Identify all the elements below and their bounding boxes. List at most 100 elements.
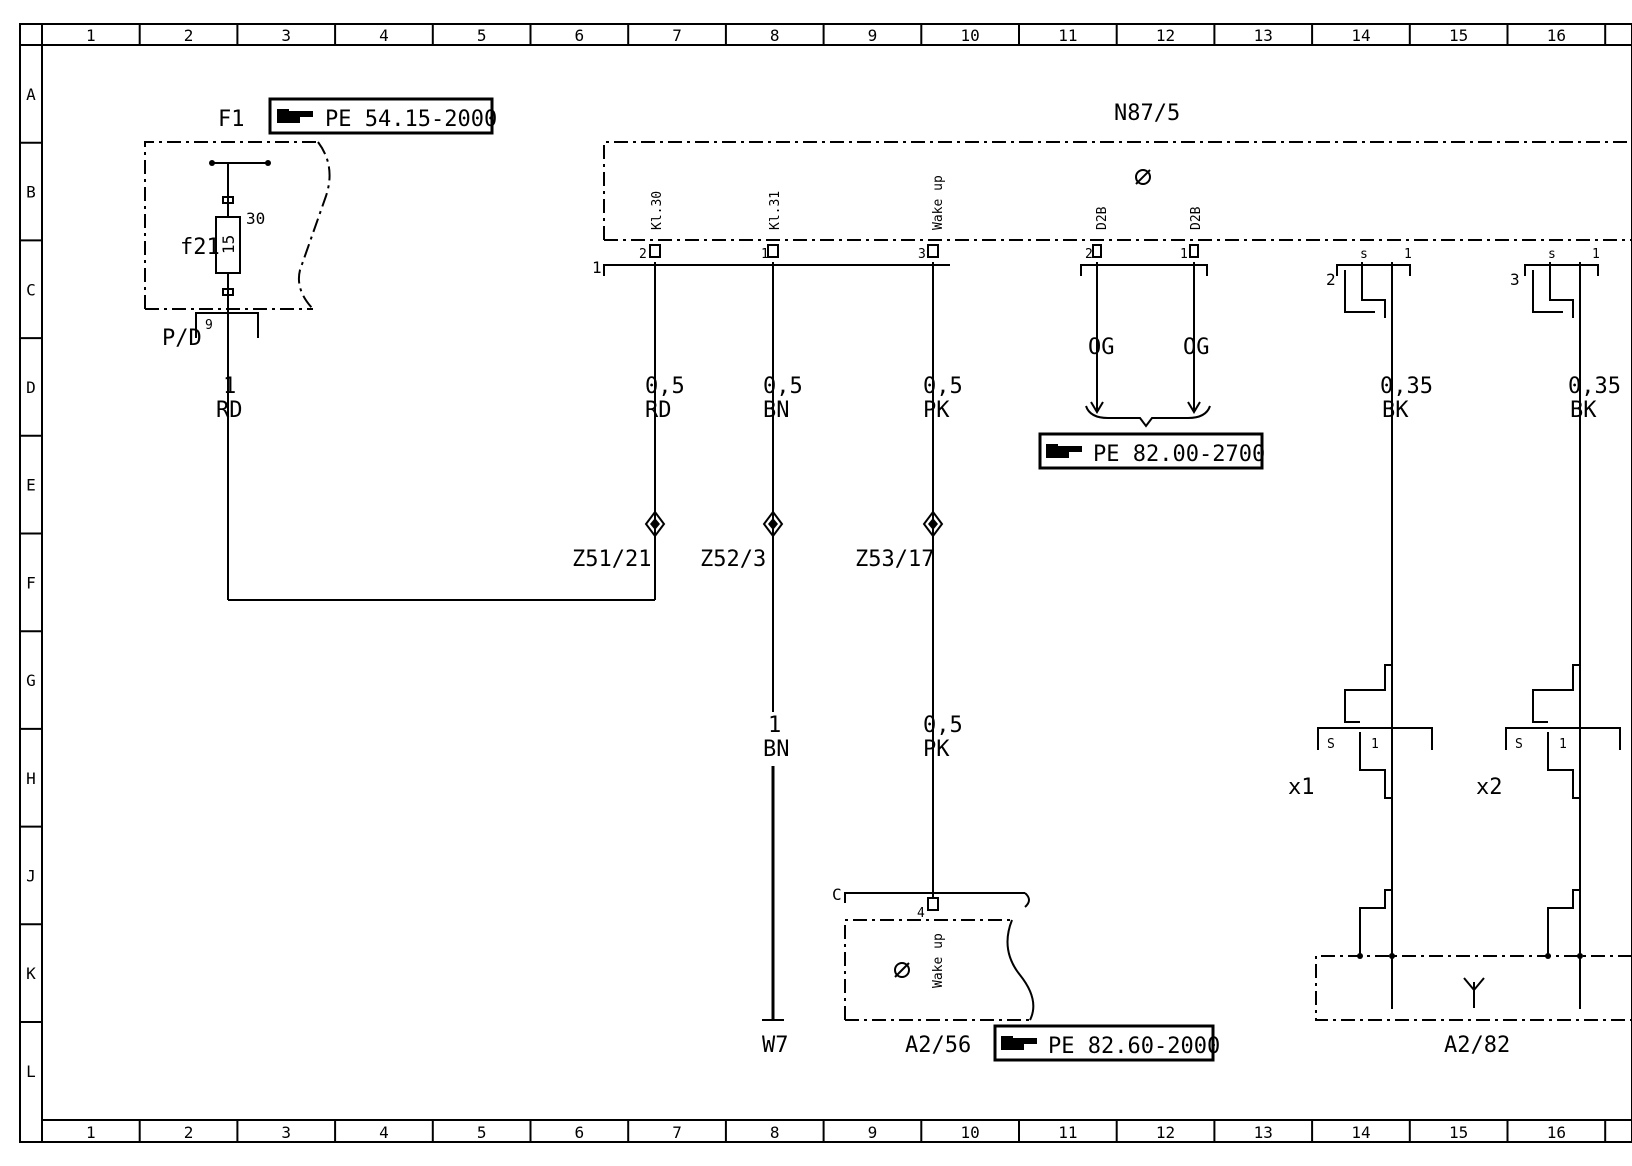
connector-x2 <box>1505 727 1621 750</box>
row-label: H <box>26 769 36 788</box>
pin-num: 1 <box>1180 247 1188 262</box>
wire-color: OG <box>1088 335 1115 360</box>
wire-color: BN <box>763 737 790 762</box>
wire-color: BK <box>1570 398 1597 423</box>
row-label: E <box>26 476 36 495</box>
column-label: 7 <box>672 1123 682 1142</box>
row-label: J <box>26 866 36 885</box>
shielded-cable-2: 2 s 1 0,35 BK S 1 x1 <box>1288 247 1433 1009</box>
antenna-icon <box>1463 977 1485 1008</box>
column-label: 10 <box>961 26 980 45</box>
pd-connector <box>195 312 259 338</box>
column-label: 8 <box>770 1123 780 1142</box>
terminal-node <box>1357 953 1363 959</box>
column-label: 14 <box>1351 1123 1370 1142</box>
ref-box-f1[interactable] <box>268 97 494 135</box>
ref-a256-text: PE 82.60-2000 <box>1048 1034 1220 1059</box>
wire-color: OG <box>1183 335 1210 360</box>
pd-connector-label: P/D <box>162 326 202 351</box>
w7-label: W7 <box>762 1033 789 1058</box>
a2-82-label: A2/82 <box>1444 1033 1510 1058</box>
x1-label: x1 <box>1288 775 1315 800</box>
column-label: 11 <box>1058 1123 1077 1142</box>
wire-size: 1 <box>768 713 781 738</box>
fuse-box-f1: F1 PE 54.15-2000 30 15 f21 9 P/D <box>144 97 497 351</box>
row-label: C <box>26 280 36 299</box>
wire-size: 0,5 <box>645 374 685 399</box>
pin-num: 1 <box>1371 737 1379 752</box>
connector-label: 2 <box>1326 270 1336 289</box>
shield-path <box>1549 262 1574 318</box>
row-label: B <box>26 183 36 202</box>
module-outline-top <box>603 141 1632 240</box>
column-label: 5 <box>477 26 487 45</box>
ref-box-a256[interactable] <box>993 1024 1215 1062</box>
ref-f1-text: PE 54.15-2000 <box>325 107 497 132</box>
connector-2 <box>1336 264 1411 276</box>
pin-wakeup: Wake up <box>931 175 946 230</box>
pin-socket <box>1189 244 1199 258</box>
pin-socket <box>927 897 939 911</box>
outer-frame <box>19 23 1632 1143</box>
pin-label: S <box>1327 737 1335 752</box>
wire-size: 0,5 <box>763 374 803 399</box>
column-label: 2 <box>184 1123 194 1142</box>
module-a2-56: C 4 Wake up A2/56 PE 82.60-2000 <box>832 885 1220 1062</box>
column-label: 1 <box>86 1123 96 1142</box>
hand-pointer-icon <box>1001 1036 1037 1050</box>
fuse-box-outline <box>144 141 318 309</box>
shield-path <box>1344 664 1393 723</box>
antenna-icon <box>894 962 910 978</box>
row-label: L <box>26 1062 36 1081</box>
pin-num: 2 <box>639 247 647 262</box>
wire-color: BN <box>763 398 790 423</box>
f1-label: F1 <box>218 107 245 132</box>
connector-x1 <box>1317 727 1433 750</box>
pin-kl31: Kl.31 <box>768 191 783 230</box>
column-label: 12 <box>1156 26 1175 45</box>
pin-num: 4 <box>917 906 925 921</box>
pin-socket <box>767 244 779 258</box>
connector-1-label: 1 <box>592 258 602 277</box>
pin-d2b: D2B <box>1095 206 1110 230</box>
wire-color: PK <box>923 398 950 423</box>
connector-1 <box>603 264 950 276</box>
module-outline <box>844 919 1012 1020</box>
ref-box-d2b[interactable] <box>1038 432 1264 470</box>
connector-label: 3 <box>1510 270 1520 289</box>
row-label: A <box>26 85 36 104</box>
pin-num: 1 <box>761 247 769 262</box>
column-label: 12 <box>1156 1123 1175 1142</box>
antenna-icon <box>1135 169 1151 185</box>
column-label: 14 <box>1351 26 1370 45</box>
wire-size: 0,35 <box>1380 374 1433 399</box>
inner-frame <box>41 44 1632 1121</box>
pin-d2b: D2B <box>1189 206 1204 230</box>
pin-num: 1 <box>1559 737 1567 752</box>
n87-label: N87/5 <box>1114 101 1180 126</box>
row-label: G <box>26 671 36 690</box>
fuse-label: f21 <box>180 235 220 260</box>
pin-label: s <box>1360 247 1368 262</box>
wire-size: 0,35 <box>1568 374 1621 399</box>
hand-pointer-icon <box>277 109 313 123</box>
column-label: 10 <box>961 1123 980 1142</box>
shield-path <box>1344 270 1375 313</box>
splice-label: Z53/17 <box>855 547 934 572</box>
shield-path <box>1359 732 1392 799</box>
pin-num: 2 <box>1085 247 1093 262</box>
column-label: 4 <box>379 26 389 45</box>
splice-label: Z52/3 <box>700 547 766 572</box>
bus-node <box>209 160 215 166</box>
fuse-rating: 15 <box>219 235 238 254</box>
shield-path <box>1532 664 1581 723</box>
pin-num: 3 <box>918 247 926 262</box>
column-label: 13 <box>1254 1123 1273 1142</box>
pin-socket <box>649 244 661 258</box>
shield-path <box>1547 889 1581 955</box>
shield-path <box>1361 262 1386 318</box>
pin-socket <box>1092 244 1102 258</box>
connector-c <box>844 892 1025 903</box>
column-label: 5 <box>477 1123 487 1142</box>
